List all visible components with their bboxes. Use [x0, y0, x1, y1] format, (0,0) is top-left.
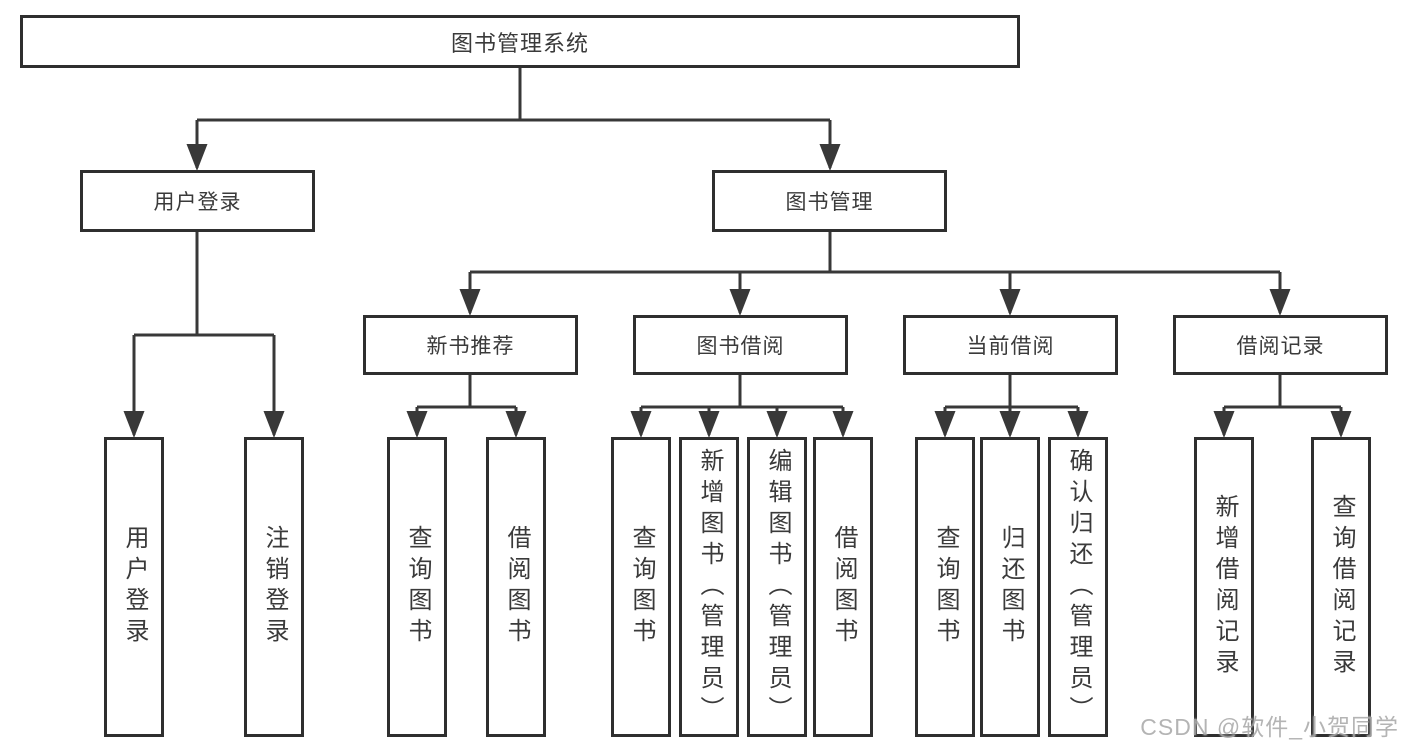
node-leaf-borrow-books: 借阅图书 [813, 437, 873, 737]
node-borrow-records: 借阅记录 [1173, 315, 1388, 375]
node-book-borrow: 图书借阅 [633, 315, 848, 375]
node-current-borrow-label: 当前借阅 [966, 335, 1055, 358]
node-leaf-return-books: 归还图书 [980, 437, 1040, 737]
node-leaf-confirm-return-admin: 确认归还（管理员） [1048, 437, 1108, 737]
node-leaf-logout: 注销登录 [244, 437, 304, 737]
node-leaf-query-books-borrow: 查询图书 [611, 437, 671, 737]
node-leaf-user-login: 用户登录 [104, 437, 164, 737]
node-leaf-borrow-books-recommend-label: 借阅图书 [503, 525, 530, 649]
node-leaf-edit-books-admin: 编辑图书（管理员） [747, 437, 807, 737]
node-book-management: 图书管理 [712, 170, 947, 232]
node-leaf-add-books-admin: 新增图书（管理员） [679, 437, 739, 737]
node-new-book-recommend: 新书推荐 [363, 315, 578, 375]
node-leaf-user-login-label: 用户登录 [121, 525, 148, 649]
wires-new-book-recommend [406, 375, 527, 438]
node-leaf-confirm-return-admin-label: 确认归还（管理员） [1065, 447, 1092, 727]
wires-current-borrow [934, 375, 1089, 438]
wires-borrow-records [1213, 375, 1352, 438]
node-leaf-logout-label: 注销登录 [261, 525, 288, 649]
node-book-borrow-label: 图书借阅 [696, 335, 785, 358]
node-leaf-query-books-current: 查询图书 [915, 437, 975, 737]
node-leaf-borrow-books-recommend: 借阅图书 [486, 437, 546, 737]
node-root: 图书管理系统 [20, 15, 1020, 68]
node-current-borrow: 当前借阅 [903, 315, 1118, 375]
node-leaf-query-borrow-record-label: 查询借阅记录 [1328, 494, 1355, 680]
node-leaf-edit-books-admin-label: 编辑图书（管理员） [764, 447, 791, 727]
node-book-management-label: 图书管理 [785, 191, 874, 214]
wires-book-management [459, 232, 1291, 316]
node-root-label: 图书管理系统 [450, 30, 589, 56]
wires-book-borrow [630, 375, 854, 438]
node-leaf-add-books-admin-label: 新增图书（管理员） [696, 447, 723, 727]
node-leaf-query-books-borrow-label: 查询图书 [628, 525, 655, 649]
wires-user-login [123, 232, 285, 438]
node-borrow-records-label: 借阅记录 [1236, 335, 1325, 358]
node-leaf-query-borrow-record: 查询借阅记录 [1311, 437, 1371, 737]
node-leaf-borrow-books-label: 借阅图书 [830, 525, 857, 649]
node-leaf-add-borrow-record-label: 新增借阅记录 [1211, 494, 1238, 680]
node-leaf-query-books-current-label: 查询图书 [932, 525, 959, 649]
node-leaf-return-books-label: 归还图书 [997, 525, 1024, 649]
wires-root [186, 68, 841, 171]
node-user-login: 用户登录 [80, 170, 315, 232]
node-user-login-label: 用户登录 [153, 191, 242, 214]
node-leaf-query-books-recommend: 查询图书 [387, 437, 447, 737]
node-leaf-add-borrow-record: 新增借阅记录 [1194, 437, 1254, 737]
node-new-book-recommend-label: 新书推荐 [426, 335, 515, 358]
node-leaf-query-books-recommend-label: 查询图书 [404, 525, 431, 649]
